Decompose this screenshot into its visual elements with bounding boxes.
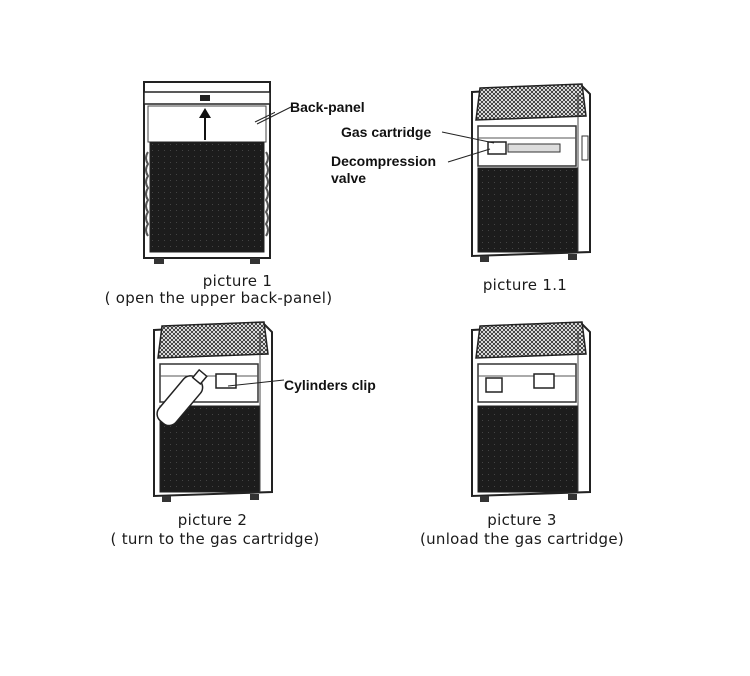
callout-gas-cartridge: Gas cartridge <box>341 124 432 140</box>
figure-2-caption: picture 2 <box>177 511 248 529</box>
callout-decompression: Decompression <box>331 153 437 169</box>
callout-back-panel: Back-panel <box>290 99 365 115</box>
callout-line-cylinders-clip <box>227 379 285 387</box>
figure-3-caption: picture 3 <box>487 511 557 529</box>
callout-cylinders-clip: Cylinders clip <box>284 377 376 393</box>
figure-3-subcaption: (unload the gas cartridge) <box>419 530 625 548</box>
callout-line-back-panel <box>256 106 292 125</box>
callout-lines-figure-1-1 <box>441 131 495 163</box>
appliance-gas-compartment-drawing <box>471 83 591 262</box>
figure-2 <box>146 318 276 504</box>
figure-2-subcaption: ( turn to the gas cartridge) <box>110 530 320 548</box>
figure-3 <box>464 318 594 504</box>
appliance-rear-open-panel-drawing <box>143 81 275 264</box>
figure-1-1 <box>464 80 594 265</box>
callout-valve: valve <box>331 170 367 186</box>
appliance-cylinder-tilted-drawing <box>153 321 273 502</box>
figure-1-caption: picture 1 <box>202 272 273 290</box>
figure-1-1-caption: picture 1.1 <box>482 276 568 294</box>
figure-1 <box>140 78 275 268</box>
figure-1-subcaption: ( open the upper back-panel) <box>104 289 333 307</box>
appliance-cartridge-unloaded-drawing <box>471 321 591 502</box>
